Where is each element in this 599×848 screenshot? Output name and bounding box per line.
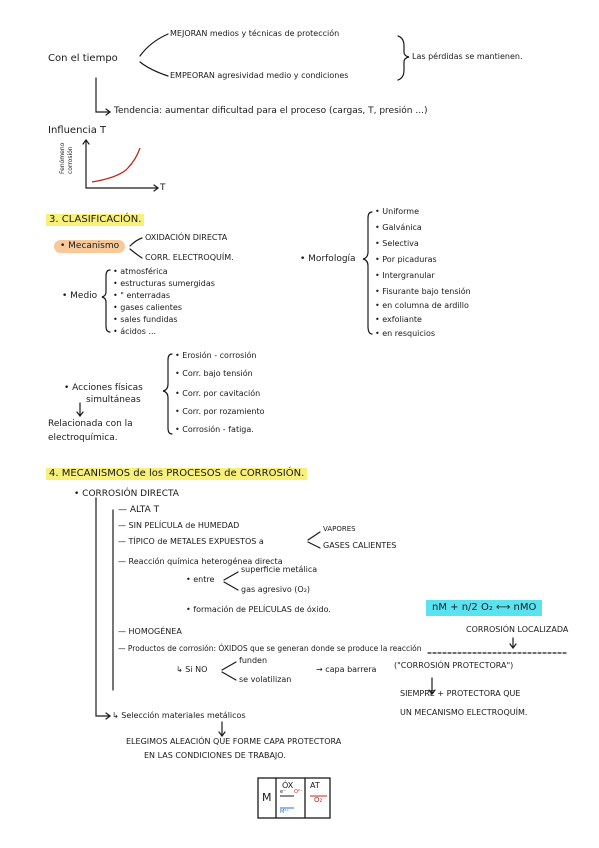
between-label: • entre [186,575,215,584]
localized-corrosion: CORROSIÓN LOCALIZADA [466,625,569,634]
morphology-item-7: • en columna de ardillo [375,301,469,310]
choose-line-2: EN LAS CONDICIONES DE TRABAJO. [144,751,286,760]
typical-option-2: GASES CALIENTES [323,541,397,550]
between-option-1: superficie metálica [241,565,318,574]
choose-line-1: ELEGIMOS ALEACIÓN QUE FORME CAPA PROTECT… [126,737,342,746]
related-line-1: Relacionada con la [48,419,133,429]
medium-item-5: • sales fundidas [113,315,178,324]
morphology-item-4: • Por picaduras [375,255,437,264]
medium-item-3: • " enterradas [113,291,171,300]
related-line-2: electroquímica. [48,433,118,443]
oxidation-equation: nM + n/2 O₂ ⟷ nMO [426,600,543,616]
mechanism-item-1: OXIDACIÓN DIRECTA [145,233,228,242]
medium-label: • Medio [62,291,98,301]
typical-option-1: VAPORES [323,525,356,533]
morphology-item-9: • en resquicios [375,329,436,338]
if-not-option-1: funden [239,656,268,665]
mechanisms-heading: 4. MECANISMOS de los PROCESOS de CORROSI… [46,468,308,480]
physical-label-1: • Acciones físicas [64,383,143,393]
influence-y-label-2: corrosión [67,146,74,174]
always-line-1: SIEMPRE + PROTECTORA QUE [400,689,521,698]
physical-item-3: • Corr. por cavitación [175,389,261,398]
direct-corrosion-title: • CORROSIÓN DIRECTA [74,489,179,499]
morphology-item-5: • Intergranular [375,271,435,280]
medium-item-2: • estructuras sumergidas [113,279,215,288]
morphology-label: • Morfología [300,254,356,264]
intro-branch-up: MEJORAN medios y técnicas de protección [170,29,340,38]
physical-item-5: • Corrosión - fatiga. [175,425,254,434]
morphology-item-2: • Galvánica [375,223,422,232]
diagram-at: AT [310,781,320,790]
diagram-metal: M [262,791,272,804]
mechanism-item-2: CORR. ELECTROQUÍM. [145,253,234,262]
influence-title: Influencia T [48,125,107,136]
intro-subject: Con el tiempo [48,53,118,64]
influence-x-label: T [160,183,166,193]
intro-tendency: Tendencia: aumentar dificultad para el p… [114,106,428,116]
physical-label-2: simultáneas [86,395,141,405]
medium-item-6: • ácidos ... [113,327,157,336]
medium-item-4: • gases calientes [113,303,183,312]
intro-branch-down: EMPEORAN agresividad medio y condiciones [170,71,349,80]
if-not-label: ↳ Si NO [176,665,208,674]
between-option-2: gas agresivo (O₂) [241,585,311,594]
influence-y-label-1: Fenómeno [59,142,66,174]
always-line-2: UN MECANISMO ELECTROQUÍM. [400,708,528,717]
if-not-option-2: se volatilizan [239,675,292,684]
item-typical: — TÍPICO de METALES EXPUESTOS a [118,537,264,546]
mechanism-label: • Mecanismo [54,240,126,253]
protective-corrosion: ("CORROSIÓN PROTECTORA") [394,661,514,670]
diagram-ion: M²⁺ [280,809,289,815]
item-reaction: — Reacción química heterogénea directa [118,557,283,566]
physical-item-2: • Corr. bajo tensión [175,369,253,378]
classification-heading: 3. CLASIFICACIÓN. [46,214,145,226]
diagram-e: e⁻ [280,789,286,795]
diagram-ox: ÓX [282,781,294,790]
morphology-item-6: • Fisurante bajo tensión [375,287,471,296]
item-products: — Productos de corrosión: ÓXIDOS que se … [118,644,422,653]
morphology-item-1: • Uniforme [375,207,419,216]
item-film: • formación de PELÍCULAS de óxido. [186,605,331,614]
physical-item-1: • Erosión - corrosión [175,351,257,360]
physical-item-4: • Corr. por rozamiento [175,407,265,416]
morphology-item-8: • exfoliante [375,315,422,324]
item-high-t: — ALTA T [118,505,160,515]
barrier-layer: → capa barrera [316,665,377,674]
intro-result: Las pérdidas se mantienen. [412,52,523,61]
item-no-film: — SIN PELÍCULA de HUMEDAD [118,521,240,530]
item-homogeneous: — HOMOGÉNEA [118,627,182,636]
item-selection: ↳ Selección materiales metálicos [112,711,246,720]
medium-item-1: • atmosférica [113,267,168,276]
diagram-o-ion: O²⁻ [294,789,303,795]
diagram-o2: O₂ [314,796,323,804]
morphology-item-3: • Selectiva [375,239,419,248]
